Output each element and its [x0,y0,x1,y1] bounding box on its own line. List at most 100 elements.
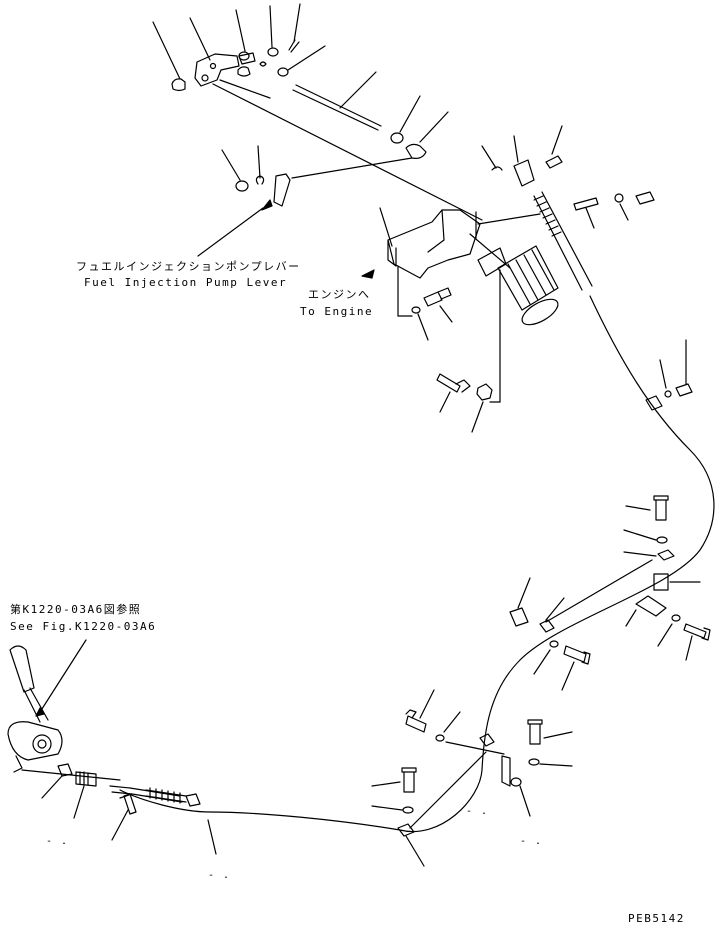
leader-line [471,401,484,433]
leader-line [111,809,129,841]
leader-line [659,359,667,389]
leader-line [585,207,595,229]
actuator-body [497,245,559,311]
leader-line [543,731,573,739]
to-engine-label-jp: エンジンへ [308,288,371,301]
callout-mark: - . [520,836,543,847]
drawing-number: PEB5142 [628,912,685,925]
cable-thread [533,191,593,291]
fuel-pump-lever-label-jp: フュエルインジェクションポンプレバー [76,260,301,273]
cable-thread [145,789,187,803]
leader-line [417,313,429,341]
leader-line [399,95,421,133]
bolt [423,287,452,307]
cable-clamp [657,549,675,561]
pump-lever [273,173,291,207]
bolt [653,495,669,521]
leader-line [419,689,435,719]
bracket-flange [387,239,397,267]
nut [235,180,249,192]
leader-line [207,819,217,855]
to-engine-label-en: To Engine [300,305,374,318]
rod-end [57,763,73,777]
lever-pivot [32,734,52,754]
fuel-pump-lever-label-en: Fuel Injection Pump Lever [84,276,288,289]
leader-line [41,775,63,799]
leader-line [39,639,87,713]
washer [549,640,559,648]
linkage-line [545,559,653,623]
linkage-line [477,213,541,225]
washer [402,806,414,814]
leader-line [419,111,449,143]
linkage-line [409,751,487,829]
clevis-pin [573,197,599,211]
washer [671,614,681,622]
leader-line [235,9,246,52]
linkage-line [21,769,121,781]
leader-line [379,207,393,247]
rod-end [513,159,535,187]
long-bolt [436,373,471,393]
control-cable [119,295,715,833]
bolt [119,793,137,815]
washer [614,193,624,203]
nut [277,67,289,77]
ball-socket [237,66,251,77]
callout-mark: - . [46,836,69,847]
leader-line [623,551,657,557]
control-lever-shaft [23,687,49,723]
leader-line [625,609,637,627]
leader-line [371,781,401,787]
mounting-bracket [387,209,481,279]
cable-thread-ribs [149,787,181,804]
lock-nut [390,132,404,144]
leader-line [657,623,673,647]
lever-hole [201,74,209,82]
leader-line [443,711,461,733]
leader-line [623,529,657,541]
linkage-line [291,157,413,179]
swivel-ribs [79,771,89,786]
reference-label-en: See Fig.K1220-03A6 [10,620,157,633]
l-bracket [501,755,511,787]
leader-line [561,661,575,691]
leader-line [539,763,573,767]
lever-hole [209,62,217,70]
leader-line [197,207,264,257]
linkage-line [212,83,483,221]
linkage-line [469,233,511,269]
cable-clamp [675,383,693,397]
cable-end-group [481,125,655,291]
leader-line [189,17,211,61]
leader-line [619,203,629,221]
pin-bolt [545,155,563,169]
leader-line [73,785,85,819]
bolt [405,709,427,733]
cable-clamp [479,733,495,747]
ball-joint [405,143,427,159]
leader-line [513,135,519,163]
leader-line [519,785,531,817]
leader-line [405,835,425,867]
lever-arm [13,755,23,773]
lever-pivot-inner [37,739,47,749]
cable-thread-ribs [533,195,562,237]
cap-part [171,78,186,92]
leader-line [517,577,531,609]
leader-line [221,149,241,181]
leader-line [625,505,651,511]
washer [435,734,445,742]
leader-line [287,45,326,71]
washer [528,758,540,766]
linkage-line [219,79,271,99]
leader-line [439,305,453,323]
bolt [401,767,417,793]
leader-line [371,805,403,811]
clip [491,166,503,171]
leader-line [545,597,565,621]
bolt [527,719,543,745]
leader-line [339,71,377,109]
bushing-body [238,52,256,65]
